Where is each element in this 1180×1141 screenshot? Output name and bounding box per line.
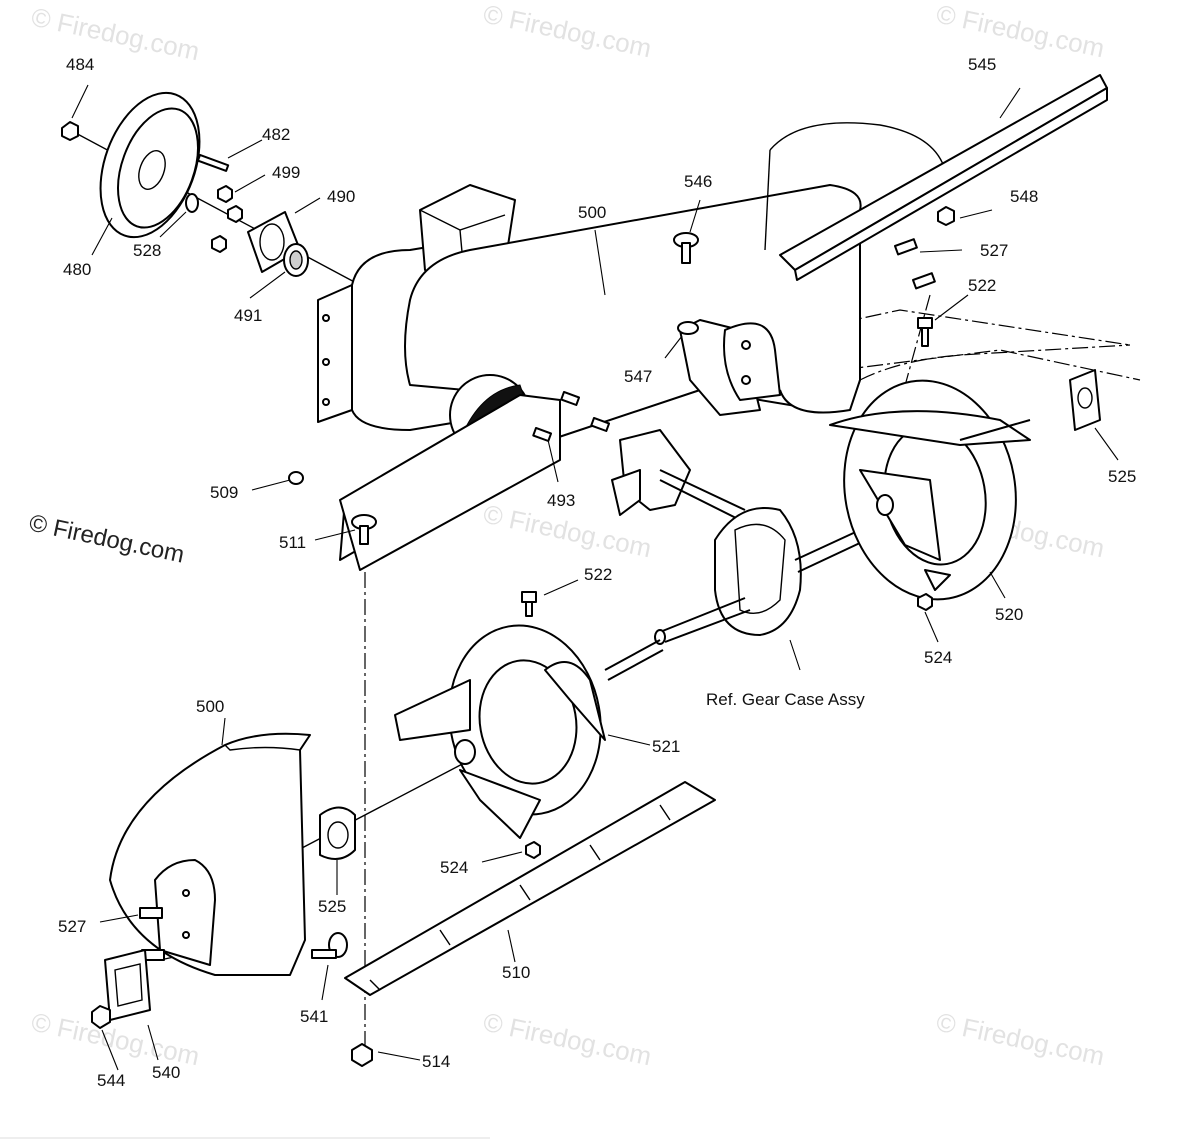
bolt-522-upper [917,317,933,347]
leader-lines [71,84,1119,1071]
watermark-main: © Firedog.com [27,509,187,568]
housing-500-end [109,732,311,976]
nut-484 [61,121,79,141]
bearing-flange-525-left [319,806,356,860]
key-482 [196,153,230,172]
callout-491: 491 [234,306,262,325]
callout-500-end: 500 [196,697,224,716]
watermark-faint-2: © Firedog.com [481,0,654,63]
callout-509: 509 [210,483,238,502]
callout-525-right: 525 [1108,467,1136,486]
brace-545 [779,74,1108,281]
nuts-499 [211,185,243,253]
bolt-541 [311,932,348,959]
callout-545: 545 [968,55,996,74]
callout-490: 490 [327,187,355,206]
callout-480: 480 [63,260,91,279]
callout-499: 499 [272,163,300,182]
washer-547 [677,321,699,335]
watermark-faint-8: © Firedog.com [934,1007,1107,1072]
auger-521 [394,624,664,839]
callout-528: 528 [133,241,161,260]
callout-510: 510 [502,963,530,982]
nut-524-left [525,841,541,859]
callout-540: 540 [152,1063,180,1082]
callout-500-main: 500 [578,203,606,222]
watermark-faint-1: © Firedog.com [29,2,202,67]
gear-case-assy [611,429,863,645]
callout-522-upper: 522 [968,276,996,295]
bolt-511 [351,514,377,545]
bolt-522-lower [521,591,537,617]
callout-541: 541 [300,1007,328,1026]
bolts-493 [532,391,611,442]
nut-544 [91,1005,111,1029]
callout-482: 482 [262,125,290,144]
bearing-491 [283,243,309,277]
scraper-bar-510 [344,781,716,996]
housing-500-main [317,122,1131,571]
watermark-faint-7: © Firedog.com [481,1007,654,1072]
watermark-faint-3: © Firedog.com [934,0,1107,63]
callout-524-right: 524 [924,648,952,667]
callout-493: 493 [547,491,575,510]
callout-521: 521 [652,737,680,756]
nut-548 [937,206,955,226]
callout-544: 544 [97,1071,125,1090]
bearing-flange-525-right [1069,369,1101,431]
reference-note-gear-case: Ref. Gear Case Assy [706,690,865,709]
callout-525-left: 525 [318,897,346,916]
callout-547: 547 [624,367,652,386]
bolt-546 [673,232,699,264]
callout-514: 514 [422,1052,450,1071]
callout-520: 520 [995,605,1023,624]
callout-524-left: 524 [440,858,468,877]
callout-511: 511 [279,533,306,552]
skid-540 [104,949,151,1021]
callout-527-right: 527 [980,241,1008,260]
washer-528 [185,193,199,213]
callout-labels: 484 482 499 490 480 528 491 500 546 545 … [58,55,1136,1090]
nut-509 [288,471,304,485]
bolts-527-right [894,238,936,290]
callout-484: 484 [66,55,94,74]
callout-548: 548 [1010,187,1038,206]
callout-546: 546 [684,172,712,191]
nut-524-right [917,593,933,611]
callout-522-lower: 522 [584,565,612,584]
callout-527-left: 527 [58,917,86,936]
pulley-480 [99,91,201,239]
nut-514 [351,1043,373,1067]
auger-520 [829,379,1031,601]
